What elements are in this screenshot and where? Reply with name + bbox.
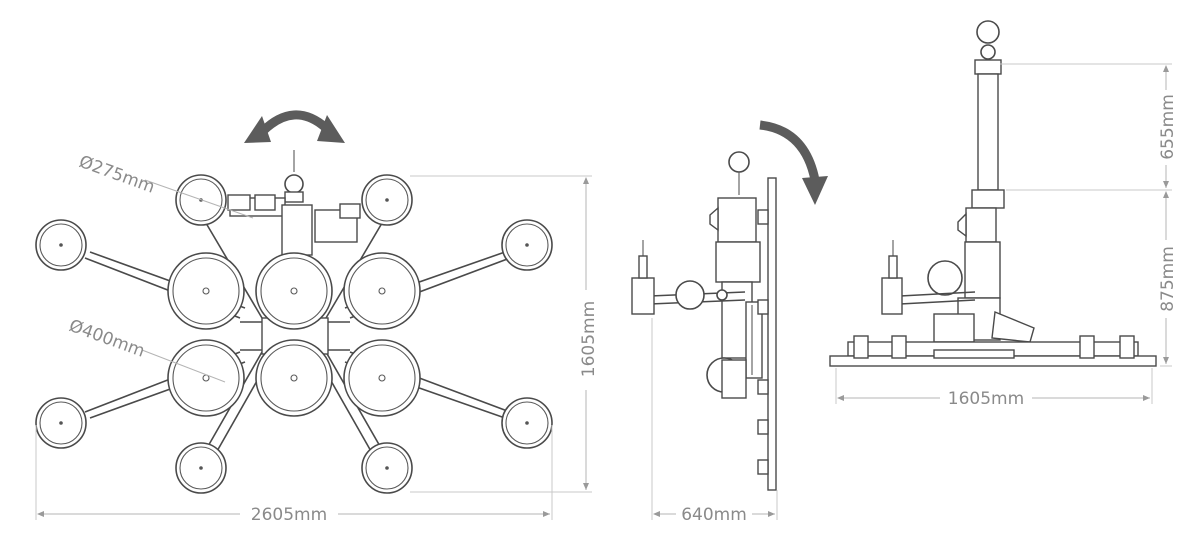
lifting-hook xyxy=(284,150,304,203)
leader-small-pad xyxy=(144,179,254,219)
rotate-arrow-icon xyxy=(244,110,345,143)
large-pads xyxy=(167,252,421,417)
top-view-height-label: 1605mm xyxy=(579,301,599,377)
top-view-width-label: 2605mm xyxy=(251,505,327,525)
front-view: 655mm 875mm 1605mm xyxy=(829,20,1178,409)
small-pads xyxy=(35,174,553,494)
side-view: 640mm xyxy=(631,120,828,525)
tilt-arrow-icon xyxy=(759,120,828,205)
large-pad-diameter-label: Ø400mm xyxy=(66,316,147,362)
small-pad-diameter-label: Ø275mm xyxy=(76,152,157,198)
side-view-width-label: 640mm xyxy=(681,505,747,525)
top-view: Ø275mm Ø400mm 2605mm 1605mm xyxy=(35,110,599,525)
front-view-upper-height-label: 655mm xyxy=(1158,94,1178,160)
front-view-width-label: 1605mm xyxy=(948,389,1024,409)
leader-large-pad xyxy=(141,349,226,383)
front-view-lower-height-label: 875mm xyxy=(1158,246,1178,312)
